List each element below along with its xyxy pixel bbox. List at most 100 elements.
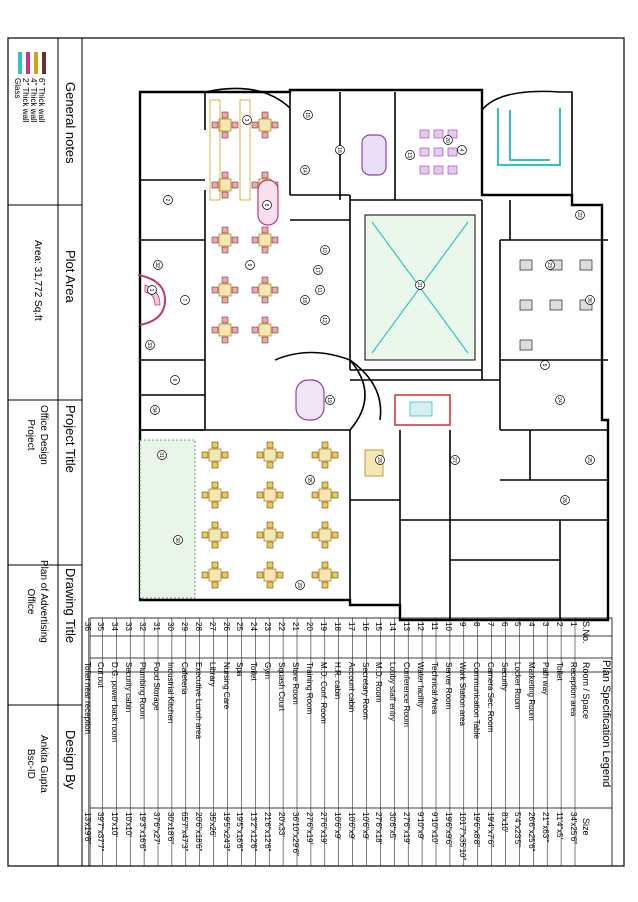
legend-cell-sno: 25	[235, 622, 245, 631]
legend-cell-size: 9'10"x10'	[430, 812, 439, 845]
room-number-bubble: 7	[180, 295, 190, 305]
dining-table	[311, 481, 339, 509]
room-number-bubble: 31	[157, 450, 167, 460]
room-number-label: 31	[158, 452, 164, 458]
md-conference-table	[295, 379, 325, 421]
dining-table	[251, 226, 279, 254]
legend-cell-sno: 28	[193, 622, 203, 631]
dining-table	[201, 481, 229, 509]
room-number-label: 19	[326, 397, 332, 403]
legend-cell-room: Cut out	[96, 662, 106, 688]
legend-cell-size: 19'6"x8'8"	[471, 812, 481, 847]
legend-cell-size: 11'4"x5'	[555, 812, 565, 840]
room-number-label: 7	[181, 299, 187, 302]
desk-row	[239, 99, 251, 201]
training-seat	[419, 147, 430, 157]
legend-cell-sno: 24	[249, 622, 259, 631]
room-number-bubble: 26	[560, 495, 570, 505]
room-number-label: 11	[316, 287, 322, 292]
dining-table	[251, 316, 279, 344]
legend-cell-sno: 29	[179, 622, 189, 631]
legend-cell-room: Lobby staff entry	[388, 662, 398, 721]
legend-cell-size: 19'3"x16'6"	[138, 812, 148, 852]
drawing-title-value: Plan of Advertising Office	[24, 560, 50, 643]
legend-cell-size: 30'6"x5'	[388, 812, 398, 840]
room-number-label: 1	[148, 289, 154, 292]
legend-cell-size: 19'5"x24'3"	[221, 812, 231, 852]
legend-cell-size: 35'x26'	[207, 812, 217, 837]
room-number-bubble: 14	[300, 165, 310, 175]
legend-cell-size: 8'x10'	[499, 812, 509, 833]
legend-cell-room: Plumbing Room	[138, 662, 148, 719]
landscape-strip	[139, 439, 196, 599]
legend-cell-room: Account cabin	[346, 662, 356, 713]
legend-cell-sno: 3	[541, 622, 551, 627]
legend-cell-sno: 30	[165, 622, 175, 631]
room-number-bubble: 4	[457, 145, 467, 155]
room-number-bubble: 35	[305, 475, 315, 485]
legend-cell-sno: 5	[513, 622, 523, 627]
legend-cell-sno: 36	[82, 622, 92, 631]
legend-cell-room: Food Storage	[152, 662, 161, 711]
training-seat	[419, 165, 430, 175]
room-number-bubble: 17	[313, 265, 323, 275]
room-number-bubble: 11	[315, 285, 325, 295]
legend-cell-sno: 2	[555, 622, 565, 627]
legend-cell-sno: 4	[527, 622, 537, 627]
legend-cell-size: 27'6"x18'	[374, 812, 384, 845]
drawing-title-label: Drawing Title	[63, 568, 78, 644]
legend-cell-size: 19'5"x16'6"	[235, 812, 245, 852]
legend-title: Plan Specification Legend	[600, 660, 612, 788]
legend-cell-sno: 31	[152, 622, 161, 631]
legend-cell-size: 21'"x63'"	[541, 812, 551, 843]
legend-cell-size: 10'x10'	[124, 812, 134, 837]
training-seat	[419, 129, 430, 139]
top-curve	[204, 87, 291, 109]
dining-table	[251, 111, 279, 139]
room-number-label: 15	[304, 112, 310, 118]
room-number-label: 13	[406, 152, 412, 158]
room-number-bubble: 8	[262, 200, 272, 210]
legend-cell-size: 5'4"x23'5"	[513, 812, 523, 847]
legend-cell-sno: 33	[124, 622, 134, 631]
room-number-label: 27	[451, 457, 457, 463]
legend-cell-size: 13'x19'8"	[82, 812, 92, 845]
design-by-label: Design By	[63, 730, 78, 790]
gym-equipment	[519, 259, 533, 271]
legend-cell-room: Executive Lunch area	[193, 662, 203, 739]
training-seat	[447, 129, 458, 139]
legend-cell-size: 10'6"x9'	[346, 812, 356, 840]
room-number-label: 5	[541, 364, 547, 367]
plot-area-label: Plot Area	[63, 250, 78, 303]
legend-cell-sno: 16	[360, 622, 370, 631]
legend-cell-room: Marketing Room	[527, 662, 537, 721]
room-number-label: 34	[151, 407, 157, 413]
drawing-title-line-2: Office	[25, 588, 36, 615]
legend-cell-room: Gym	[263, 662, 273, 679]
legend-cell-room: Squash Court	[277, 662, 287, 711]
room-number-bubble: 1	[147, 285, 157, 295]
legend-cell-sno: 35	[96, 622, 106, 631]
legend-cell-room: Nursing Care	[221, 662, 231, 710]
dining-table	[311, 521, 339, 549]
legend-cell-room: Spa	[235, 662, 245, 677]
legend-cell-room: Server Room	[443, 662, 453, 710]
legend-cell-size: 27'6"x19'	[318, 812, 328, 845]
wall-key-swatch	[26, 52, 30, 74]
plot-area-value: Area: 31,772 Sq.ft	[32, 240, 43, 321]
room-number-label: 8	[263, 204, 269, 207]
legend-cell-sno: 26	[221, 622, 231, 631]
room-number-bubble: 13	[405, 150, 415, 160]
legend-cell-room: Water facility	[416, 662, 426, 708]
legend-cell-size: 30'x18'6"	[165, 812, 175, 845]
training-seat	[447, 147, 458, 157]
room-number-bubble: 32	[153, 260, 163, 270]
marketing-curve	[481, 90, 573, 195]
room-number-bubbles: 1234567891011121314151617181920212223242…	[145, 110, 595, 590]
legend-rows	[88, 618, 576, 866]
lounge-seating	[394, 394, 451, 426]
title-block	[8, 38, 83, 866]
legend-cell-room: Training Room	[304, 662, 314, 715]
wall-key-label-4in: 4" Thick wall	[29, 78, 38, 123]
